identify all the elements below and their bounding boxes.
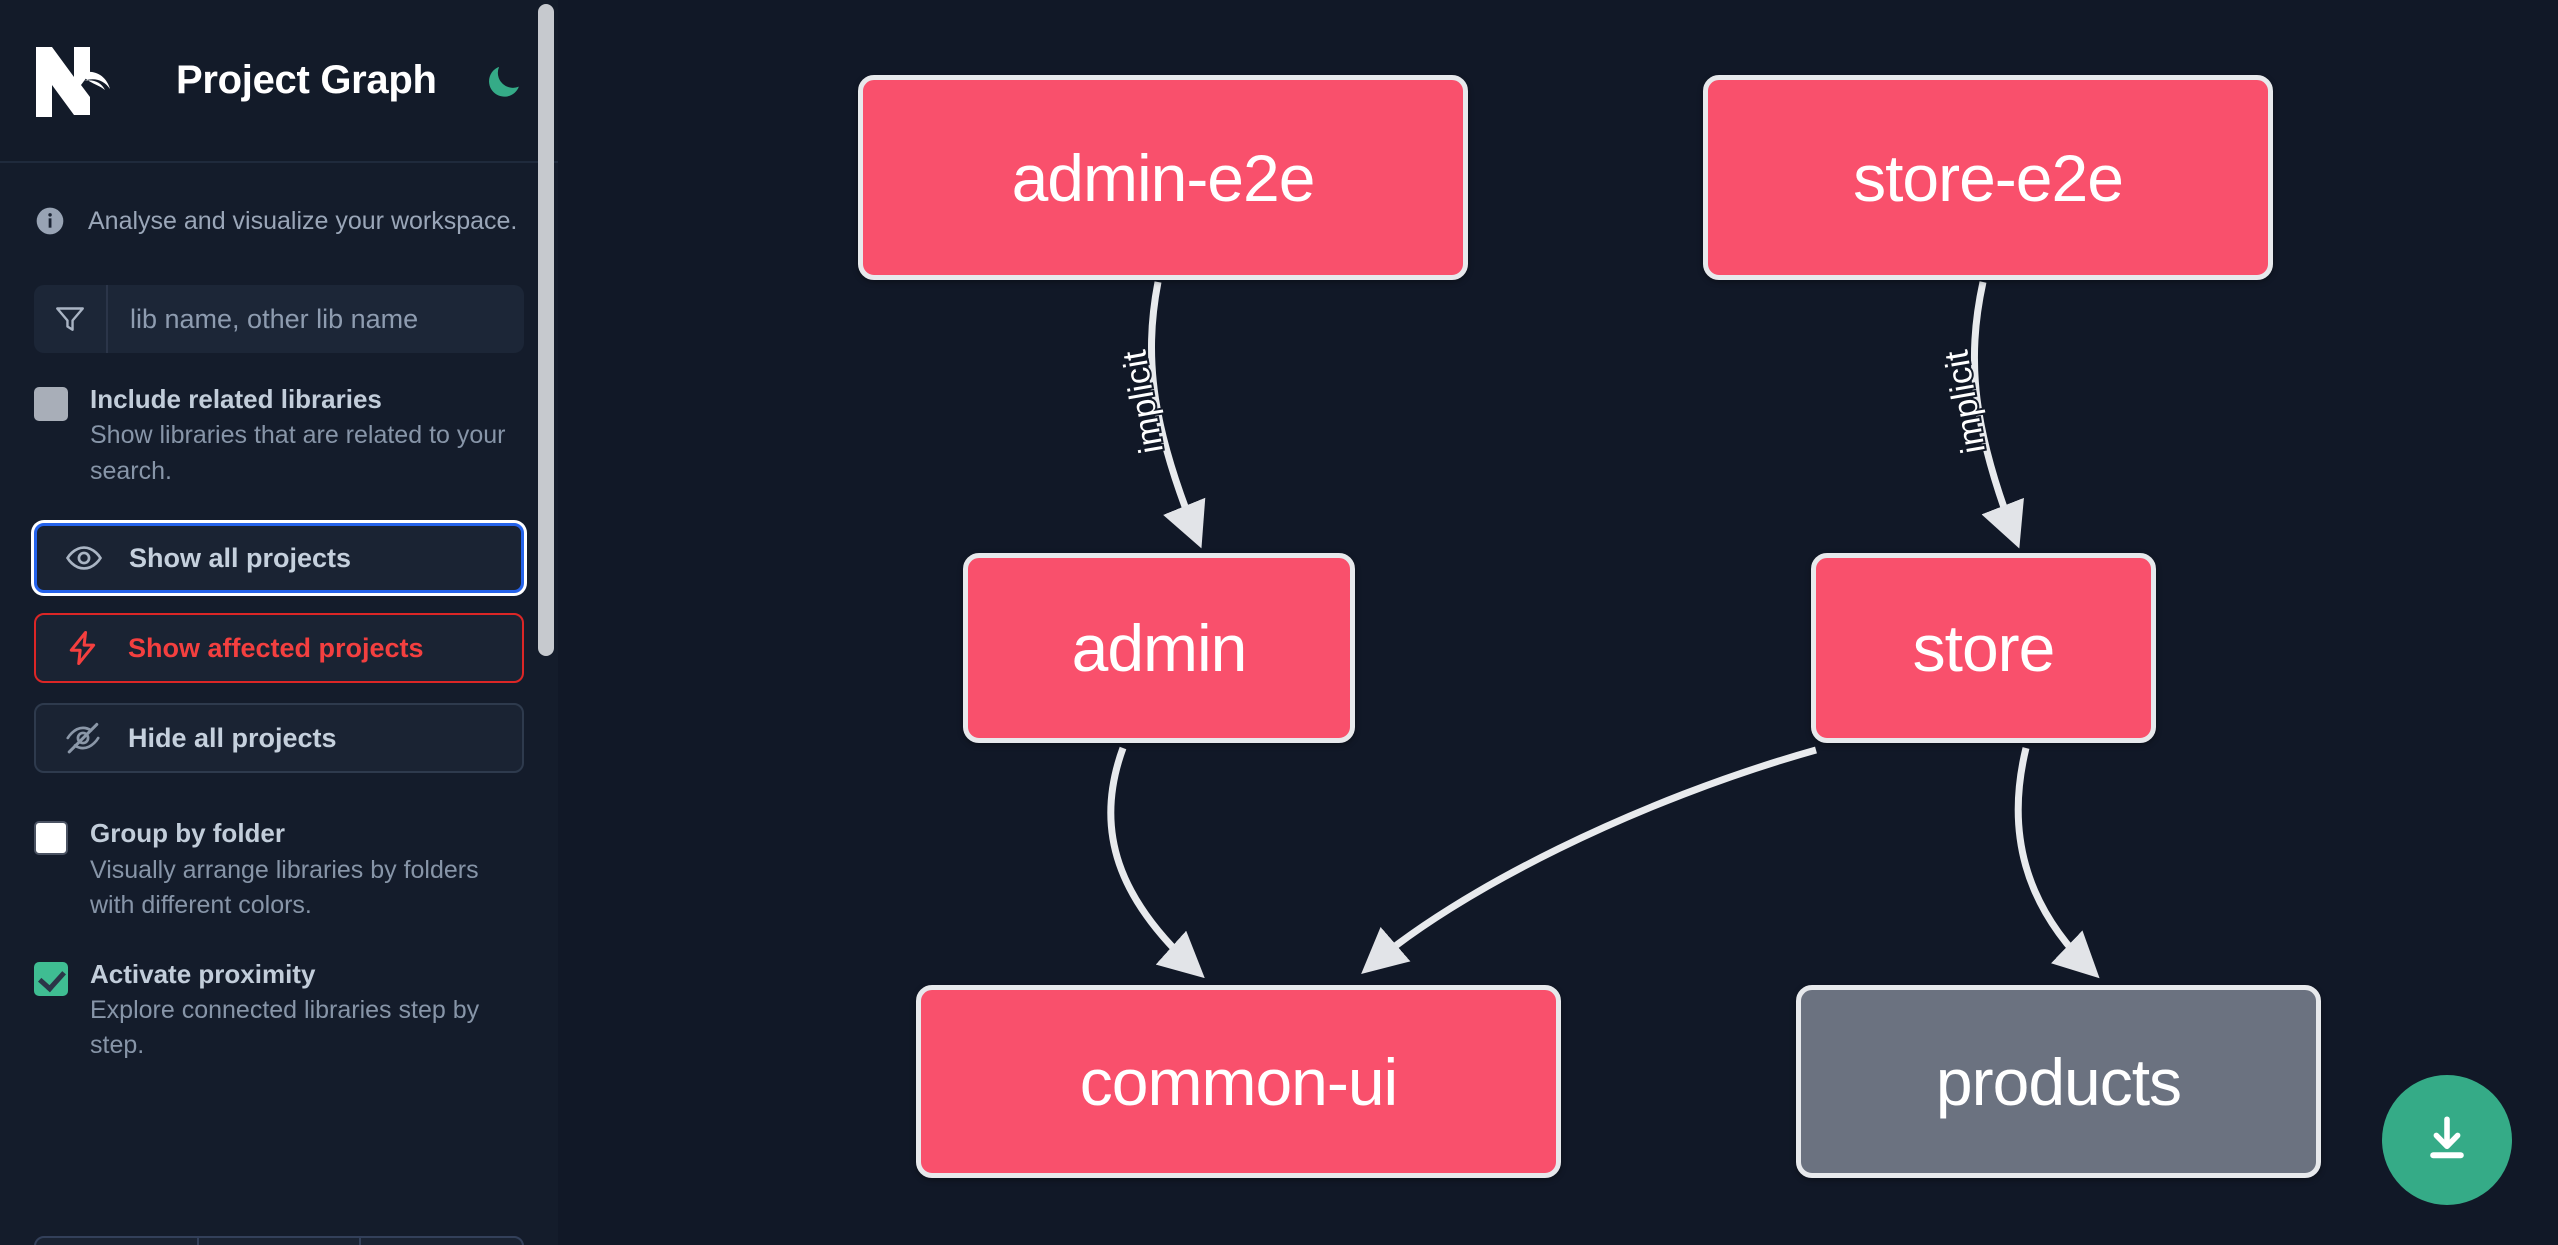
show-all-projects-button[interactable]: Show all projects <box>34 523 524 594</box>
tagline-text: Analyse and visualize your workspace. <box>88 206 518 235</box>
eye-off-icon <box>66 723 100 754</box>
edge-admin-to-common-ui <box>1107 746 1205 979</box>
hide-all-projects-button[interactable]: Hide all projects <box>34 703 524 774</box>
activate-proximity-description: Explore connected libraries step by step… <box>90 995 480 1060</box>
graph-node-label: store <box>1912 611 2056 685</box>
search-box[interactable] <box>34 285 524 353</box>
show-affected-projects-button[interactable]: Show affected projects <box>34 613 524 684</box>
edge-store-e2e-to-store <box>1970 281 2024 549</box>
graph-node-label: admin <box>1071 611 1248 685</box>
search-input[interactable] <box>108 285 524 353</box>
graph-node-admin[interactable]: admin <box>963 553 1355 743</box>
include-related-libraries-row[interactable]: Include related libraries Show libraries… <box>0 353 558 489</box>
graph-node-products[interactable]: products <box>1796 985 2321 1178</box>
proximity-segmented-control[interactable] <box>34 1236 524 1245</box>
download-icon <box>2430 1116 2464 1159</box>
lightning-icon <box>69 631 96 666</box>
graph-canvas[interactable]: implicit implicit admin-e2e store-e2e ad… <box>558 0 2558 1245</box>
graph-node-store[interactable]: store <box>1811 553 2156 743</box>
graph-node-label: store-e2e <box>1853 140 2124 215</box>
graph-edges-layer: implicit implicit <box>1107 281 2100 979</box>
sidebar-tagline: Analyse and visualize your workspace. <box>0 163 558 267</box>
edge-store-to-common-ui <box>1361 746 1817 974</box>
graph-node-label: admin-e2e <box>1011 140 1316 215</box>
include-related-libraries-description: Show libraries that are related to your … <box>90 421 506 485</box>
filter-icon-glyph <box>56 307 84 331</box>
graph-node-admin-e2e[interactable]: admin-e2e <box>858 75 1468 280</box>
download-image-button[interactable] <box>2382 1075 2512 1205</box>
sidebar: Project Graph Analyse and visualize your… <box>0 0 558 1245</box>
sidebar-content: Project Graph Analyse and visualize your… <box>0 0 558 1064</box>
moon-icon-glyph <box>488 66 519 97</box>
include-related-libraries-labels: Include related libraries Show libraries… <box>90 383 524 489</box>
segment-2[interactable] <box>199 1238 362 1245</box>
group-by-folder-labels: Group by folder Visually arrange librari… <box>90 817 524 923</box>
group-by-folder-label: Group by folder <box>90 818 285 849</box>
activate-proximity-label: Activate proximity <box>90 958 316 989</box>
sidebar-scrollbar[interactable] <box>538 4 554 656</box>
edge-admin-e2e-to-admin <box>1148 281 1206 549</box>
group-by-folder-description: Visually arrange libraries by folders wi… <box>90 855 479 920</box>
info-icon <box>36 207 64 235</box>
graph-node-store-e2e[interactable]: store-e2e <box>1703 75 2273 280</box>
graph-node-label: products <box>1935 1044 2182 1119</box>
activate-proximity-row[interactable]: Activate proximity Explore connected lib… <box>0 924 558 1064</box>
graph-node-label: common-ui <box>1079 1044 1398 1119</box>
group-by-folder-checkbox[interactable] <box>34 821 68 856</box>
project-visibility-buttons: Show all projects Show affected projects… <box>0 489 558 774</box>
page-title: Project Graph <box>176 58 437 102</box>
sidebar-header: Project Graph <box>0 0 558 163</box>
include-related-libraries-checkbox[interactable] <box>34 387 68 421</box>
show-affected-projects-label: Show affected projects <box>128 632 424 663</box>
edge-label-implicit-store: implicit <box>1937 347 1993 456</box>
activate-proximity-checkbox[interactable] <box>34 961 68 996</box>
hide-all-projects-label: Hide all projects <box>128 722 337 753</box>
graph-node-common-ui[interactable]: common-ui <box>916 985 1561 1178</box>
moon-icon[interactable] <box>483 58 525 104</box>
edge-label-implicit-admin: implicit <box>1115 347 1171 456</box>
activate-proximity-labels: Activate proximity Explore connected lib… <box>90 958 524 1064</box>
filter-icon <box>34 285 108 353</box>
nx-logo-icon <box>36 46 110 117</box>
eye-icon <box>65 546 103 571</box>
segment-3[interactable] <box>361 1238 522 1245</box>
include-related-libraries-label: Include related libraries <box>90 384 382 414</box>
segment-1[interactable] <box>36 1238 199 1245</box>
show-all-projects-label: Show all projects <box>129 542 352 573</box>
edge-store-to-products <box>2014 747 2100 979</box>
group-by-folder-row[interactable]: Group by folder Visually arrange librari… <box>0 773 558 923</box>
